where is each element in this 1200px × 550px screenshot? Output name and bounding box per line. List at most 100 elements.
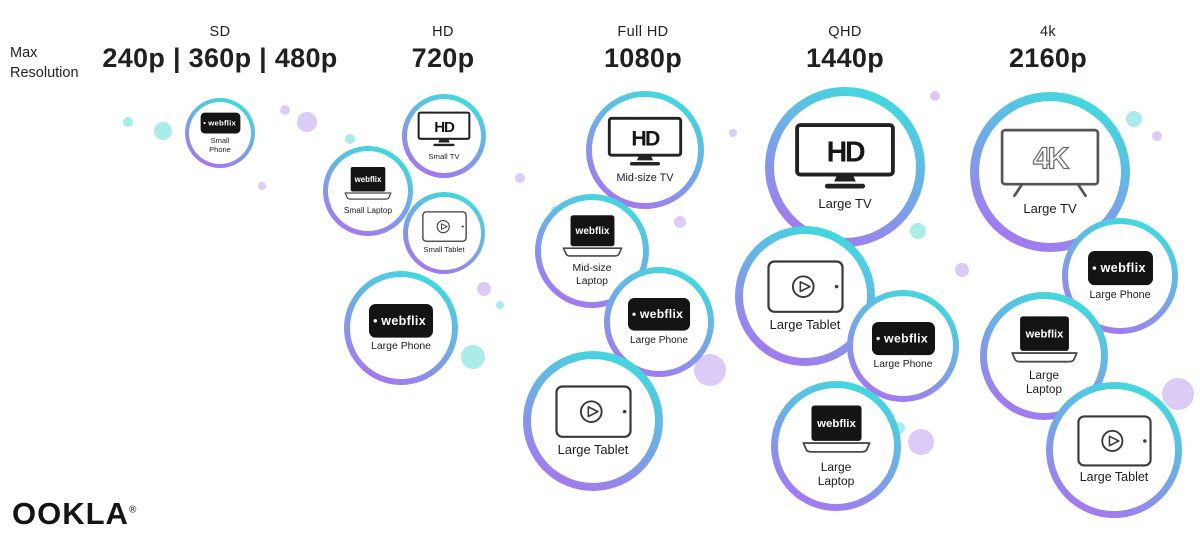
- bubble-inner: webflix Large Laptop: [778, 388, 894, 504]
- svg-text:webflix: webflix: [816, 418, 856, 430]
- device-label: Large TV: [1023, 201, 1077, 217]
- svg-text:HD: HD: [631, 126, 660, 150]
- device-label: Large Tablet: [769, 316, 841, 332]
- decorative-dot: [674, 216, 686, 228]
- column-group-label: SD: [209, 24, 231, 40]
- device-label: Mid-size Laptop: [572, 263, 612, 287]
- column-group-label: HD: [432, 24, 454, 40]
- device-bubble-large-tablet: Large Tablet: [1046, 382, 1182, 518]
- tablet-icon: [1076, 415, 1152, 467]
- decorative-dot: [123, 117, 133, 127]
- tablet-icon: [766, 260, 844, 314]
- registered-mark: ®: [128, 504, 138, 516]
- decorative-dot: [496, 301, 504, 309]
- bubble-inner: Large Tablet: [530, 358, 656, 484]
- phone-icon: webflix: [627, 297, 691, 332]
- tv4k-icon: 4K: [999, 127, 1101, 198]
- decorative-dot: [1126, 111, 1142, 127]
- device-label: Large Phone: [1089, 289, 1151, 302]
- decorative-dot: [258, 182, 266, 190]
- bubble-inner: webflix Small Laptop: [327, 150, 409, 232]
- bubble-inner: webflix Large Phone: [350, 277, 452, 379]
- column-resolution-label: 1440p: [805, 43, 885, 73]
- device-label: Large Phone: [873, 358, 933, 370]
- decorative-dot: [910, 223, 926, 239]
- tablet-icon: [554, 385, 632, 439]
- svg-text:HD: HD: [434, 119, 455, 136]
- device-label: Large Tablet: [1079, 470, 1149, 485]
- laptop-icon: webflix: [1005, 315, 1084, 367]
- bubble-inner: HD Mid-size TV: [592, 97, 698, 203]
- svg-text:webflix: webflix: [883, 331, 928, 345]
- column-group-label: QHD: [828, 24, 862, 40]
- column-group-label: Full HD: [617, 24, 669, 40]
- decorative-dot: [297, 112, 317, 132]
- device-label: Large Phone: [371, 341, 431, 353]
- svg-text:4K: 4K: [1033, 143, 1069, 176]
- device-bubble-small-phone: webflix Small Phone: [185, 98, 255, 168]
- svg-text:webflix: webflix: [574, 226, 609, 237]
- decorative-dot: [1162, 378, 1194, 410]
- phone-icon: webflix: [368, 303, 434, 339]
- device-label: Large TV: [818, 196, 872, 212]
- column-resolution-label: 1080p: [603, 43, 683, 73]
- bubble-inner: webflix Large Phone: [853, 296, 953, 396]
- tv-icon: HD: [794, 122, 896, 193]
- device-bubble-large-laptop: webflix Large Laptop: [771, 381, 901, 511]
- decorative-dot: [345, 134, 355, 144]
- device-label: Small TV: [428, 151, 460, 161]
- device-bubble-large-tablet: Large Tablet: [523, 351, 663, 491]
- laptop-icon: webflix: [796, 404, 877, 457]
- svg-text:webflix: webflix: [380, 313, 426, 327]
- axis-label: Max Resolution: [10, 45, 79, 81]
- bubble-inner: Large Tablet: [742, 233, 868, 359]
- device-bubble-large-phone: webflix Large Phone: [344, 271, 458, 385]
- device-label: Large Tablet: [557, 441, 629, 457]
- decorative-dot: [930, 91, 940, 101]
- bubble-inner: webflix Small Phone: [188, 101, 252, 165]
- decorative-dot: [955, 263, 969, 277]
- ookla-logo-text: OOKLA: [12, 496, 129, 531]
- column-header-hd: HD 720p: [412, 24, 475, 74]
- device-label: Large Phone: [630, 334, 688, 346]
- column-header-full-hd: Full HD 1080p: [604, 24, 682, 74]
- column-header-qhd: QHD 1440p: [806, 24, 884, 74]
- laptop-icon: webflix: [557, 214, 628, 260]
- decorative-dot: [280, 105, 290, 115]
- svg-text:webflix: webflix: [639, 307, 683, 321]
- column-header-4k: 4k 2160p: [1009, 24, 1087, 74]
- svg-text:webflix: webflix: [207, 118, 236, 127]
- svg-text:webflix: webflix: [1099, 260, 1145, 275]
- decorative-dot: [729, 129, 737, 137]
- svg-text:HD: HD: [827, 137, 865, 169]
- device-label: Large Laptop: [1026, 369, 1062, 397]
- decorative-dot: [908, 429, 934, 455]
- bubble-inner: Large Tablet: [1053, 389, 1175, 511]
- phone-icon: webflix: [871, 321, 936, 356]
- decorative-dot: [154, 122, 172, 140]
- bubble-inner: webflix Large Phone: [610, 273, 708, 371]
- device-bubble-small-tv: HD Small TV: [402, 94, 486, 178]
- bubble-inner: 4K Large TV: [978, 100, 1122, 244]
- ookla-logo: OOKLA®: [12, 496, 137, 532]
- device-label: Large Laptop: [817, 459, 855, 488]
- tv-icon: HD: [607, 116, 683, 169]
- bubble-inner: HD Large TV: [773, 95, 917, 239]
- column-resolution-label: 240p | 360p | 480p: [102, 43, 338, 73]
- decorative-dot: [461, 345, 485, 369]
- bubble-inner: HD Small TV: [406, 98, 482, 174]
- bubble-inner: Small Tablet: [407, 196, 481, 270]
- device-label: Small Laptop: [343, 205, 393, 215]
- tablet-icon: [421, 211, 467, 243]
- device-label: Mid-size TV: [616, 171, 674, 184]
- device-bubble-large-phone: webflix Large Phone: [847, 290, 959, 402]
- device-label: Small Phone: [209, 135, 231, 154]
- svg-text:webflix: webflix: [1024, 328, 1064, 340]
- decorative-dot: [477, 282, 491, 296]
- phone-icon: webflix: [1087, 250, 1154, 286]
- tv-icon: HD: [417, 111, 471, 149]
- phone-icon: webflix: [200, 112, 241, 134]
- device-label: Small Tablet: [423, 244, 465, 254]
- device-bubble-mid-size-tv: HD Mid-size TV: [586, 91, 704, 209]
